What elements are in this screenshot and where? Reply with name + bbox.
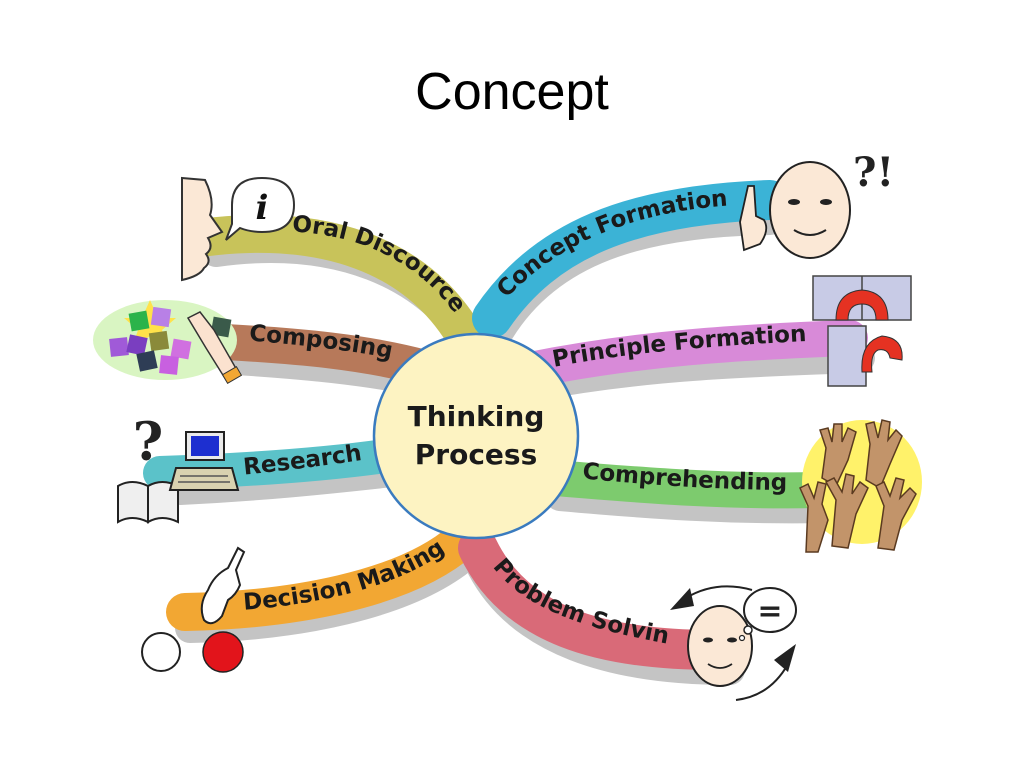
branch-composing [207,324,443,386]
info-glyph: i [256,188,269,228]
branch-comprehending [537,460,838,509]
info-bubble-icon: i [225,176,296,241]
speaking-face-icon [181,176,224,282]
red-circle-icon [202,631,244,673]
branch-principle-formation [512,320,868,388]
question-book-icon: ? [117,412,179,524]
empty-circle-icon [141,632,181,672]
puzzle-icon [812,275,912,387]
branch-problem-solving [458,528,735,670]
computer-icon [168,431,240,491]
thought-bubble-icon: = [738,587,797,642]
branch-oral-discource [181,214,489,364]
branch-ribbon [207,324,443,386]
equals-glyph: = [757,594,782,629]
branch-ribbon [472,180,790,338]
problem-solving-face-icon [687,605,753,687]
branch-ribbon [458,528,735,670]
branch-ribbon [512,320,868,388]
sticky-notes-icon [93,300,243,385]
center-label-line2: Process [415,438,538,471]
raised-hands-icon [799,419,922,553]
slide-title: Concept [415,63,609,121]
cycle-arrows-icon [670,585,796,701]
question-glyph: ? [133,412,163,473]
center-label-line1: Thinking [408,400,545,433]
branch-ribbon [166,521,481,631]
center-node: Thinking Process [372,332,580,540]
interrobang-glyph: ?! [853,149,894,196]
thinking-face-icon: ?! [739,149,894,259]
branch-ribbon [181,214,489,364]
branch-concept-formation [472,180,790,338]
branch-ribbon [537,460,838,509]
branch-decision-making [166,521,481,631]
center-circle [372,332,580,540]
choosing-hand-icon [200,546,246,625]
